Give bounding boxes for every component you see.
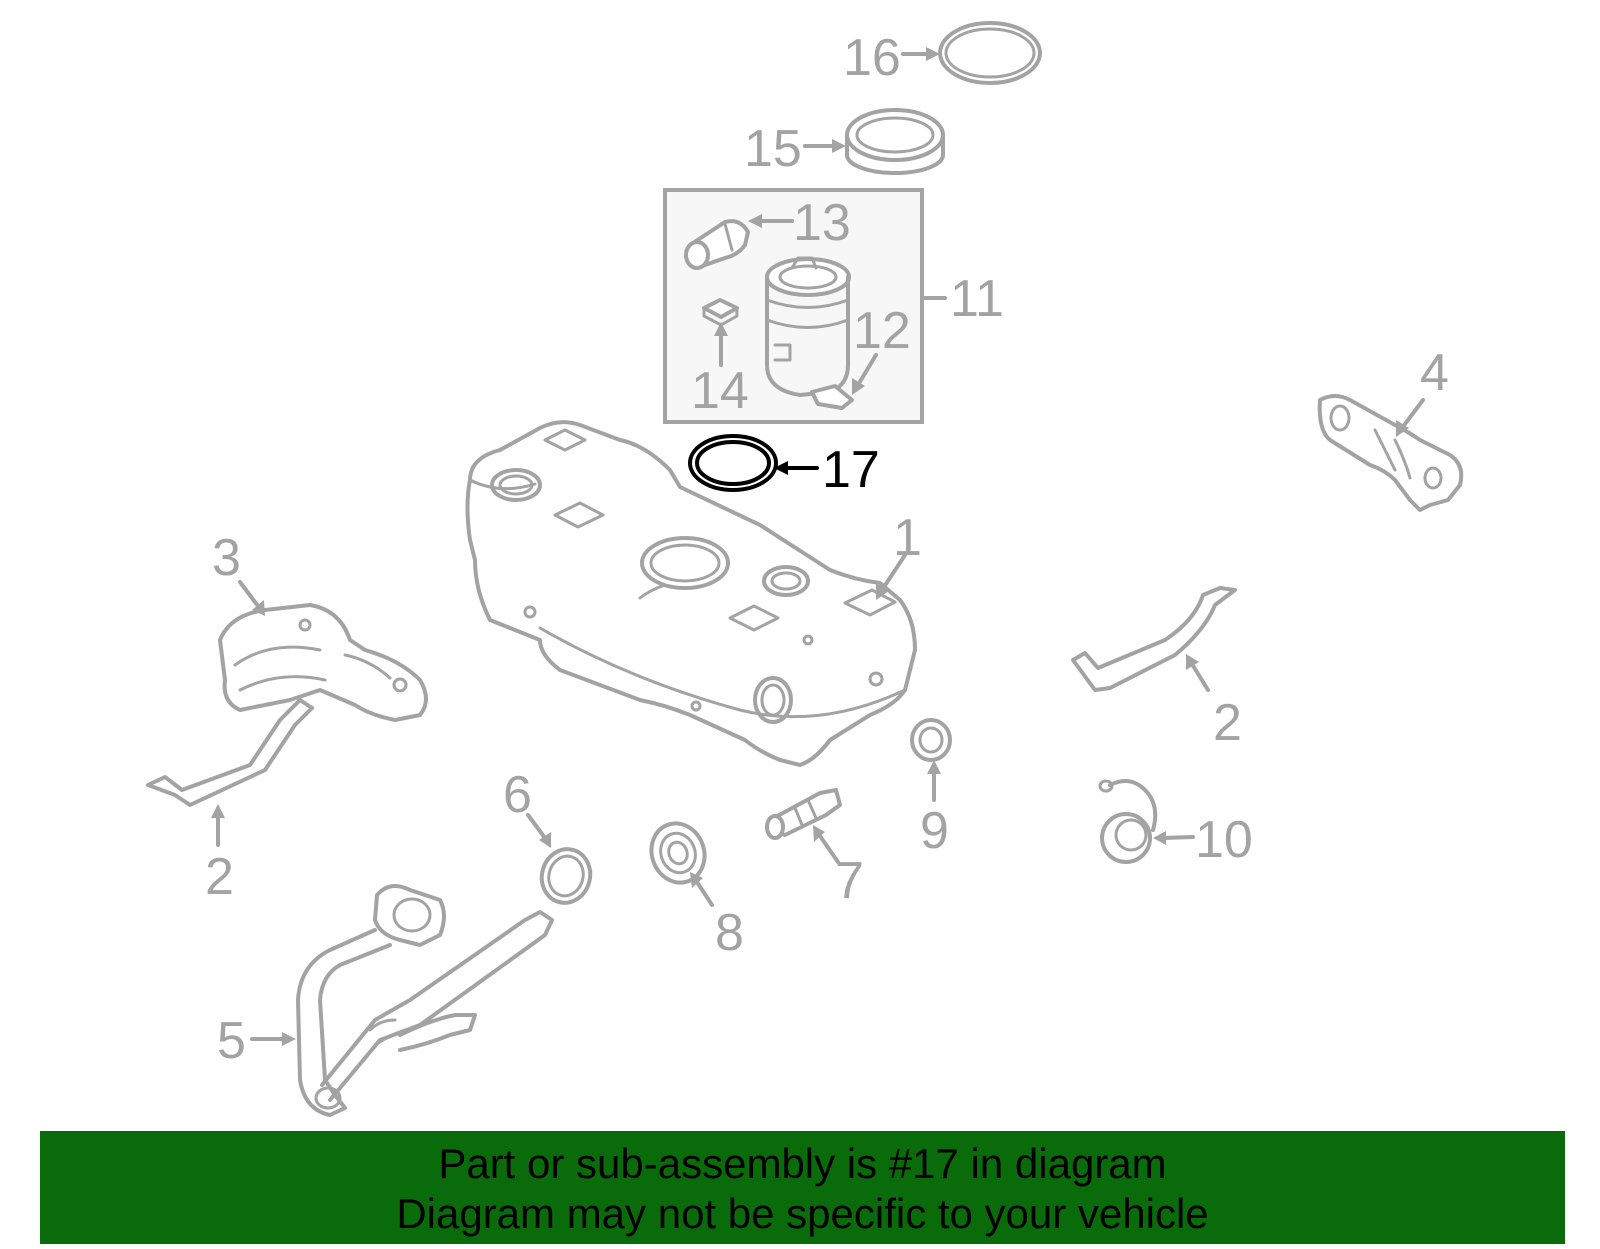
part-8-grommet[interactable] xyxy=(643,816,712,890)
arrow-7 xyxy=(813,825,825,842)
leader-12 xyxy=(856,353,878,387)
part-9-grommet[interactable] xyxy=(910,718,952,762)
leader-3 xyxy=(238,580,260,608)
part-4-heat-shield[interactable] xyxy=(1317,394,1464,512)
part-12-fuel-pump[interactable] xyxy=(765,256,854,410)
part-16-ring[interactable] xyxy=(938,21,1042,85)
banner-line-part-number: Part or sub-assembly is #17 in diagram xyxy=(438,1140,1167,1187)
callout-12: 12 xyxy=(853,302,911,360)
arrow-2b xyxy=(1186,654,1199,670)
arrow-5 xyxy=(282,1032,296,1046)
part-2-strap-left[interactable] xyxy=(146,698,314,807)
leader-10 xyxy=(1161,835,1195,840)
arrow-3 xyxy=(252,600,265,616)
callout-7: 7 xyxy=(835,852,864,910)
arrow-1 xyxy=(876,583,889,600)
callout-13: 13 xyxy=(793,194,851,252)
callout-2b: 2 xyxy=(1213,694,1242,752)
info-banner: Part or sub-assembly is #17 in diagram D… xyxy=(40,1131,1565,1244)
callout-10: 10 xyxy=(1195,811,1253,869)
callout-14: 14 xyxy=(691,362,749,420)
arrow-9 xyxy=(927,760,941,774)
part-7-valve[interactable] xyxy=(765,788,842,840)
arrow-16 xyxy=(926,47,940,61)
arrow-17 xyxy=(774,461,788,475)
part-5-filler-pipe[interactable] xyxy=(296,884,554,1117)
leader-1 xyxy=(880,553,907,592)
part-1-fuel-tank[interactable] xyxy=(465,420,917,767)
arrow-6 xyxy=(539,832,551,848)
leader-6 xyxy=(526,813,547,840)
callout-6: 6 xyxy=(503,766,532,824)
part-17-seal-ring[interactable] xyxy=(688,434,778,492)
part-2-strap-right[interactable] xyxy=(1071,586,1237,692)
leader-7 xyxy=(818,834,840,864)
arrow-2a xyxy=(211,804,225,818)
arrow-4 xyxy=(1396,420,1409,437)
callout-17: 17 xyxy=(822,441,880,499)
banner-line-disclaimer: Diagram may not be specific to your vehi… xyxy=(396,1190,1209,1237)
callout-1: 1 xyxy=(893,509,922,567)
part-13-connector[interactable] xyxy=(684,219,750,270)
callout-2a: 2 xyxy=(205,848,234,906)
arrow-10 xyxy=(1153,831,1166,845)
part-15-lock-ring[interactable] xyxy=(845,108,945,175)
callout-16: 16 xyxy=(843,29,901,87)
callout-11: 11 xyxy=(950,270,1004,328)
leader-4 xyxy=(1400,398,1425,430)
arrow-8 xyxy=(690,872,703,888)
arrow-14 xyxy=(714,322,728,336)
arrow-13 xyxy=(748,214,762,228)
callout-5: 5 xyxy=(217,1012,246,1070)
part-6-o-ring[interactable] xyxy=(536,844,596,909)
callout-4: 4 xyxy=(1420,344,1449,402)
arrow-15 xyxy=(832,139,846,153)
leader-8 xyxy=(695,880,714,907)
callout-9: 9 xyxy=(920,802,949,860)
callout-8: 8 xyxy=(715,904,744,962)
part-3-heat-shield[interactable] xyxy=(218,603,428,722)
callout-3: 3 xyxy=(212,529,241,587)
arrow-12 xyxy=(852,378,865,395)
leader-2b xyxy=(1190,662,1210,692)
part-10-fuel-cap[interactable] xyxy=(1098,779,1158,864)
callout-15: 15 xyxy=(744,120,802,178)
